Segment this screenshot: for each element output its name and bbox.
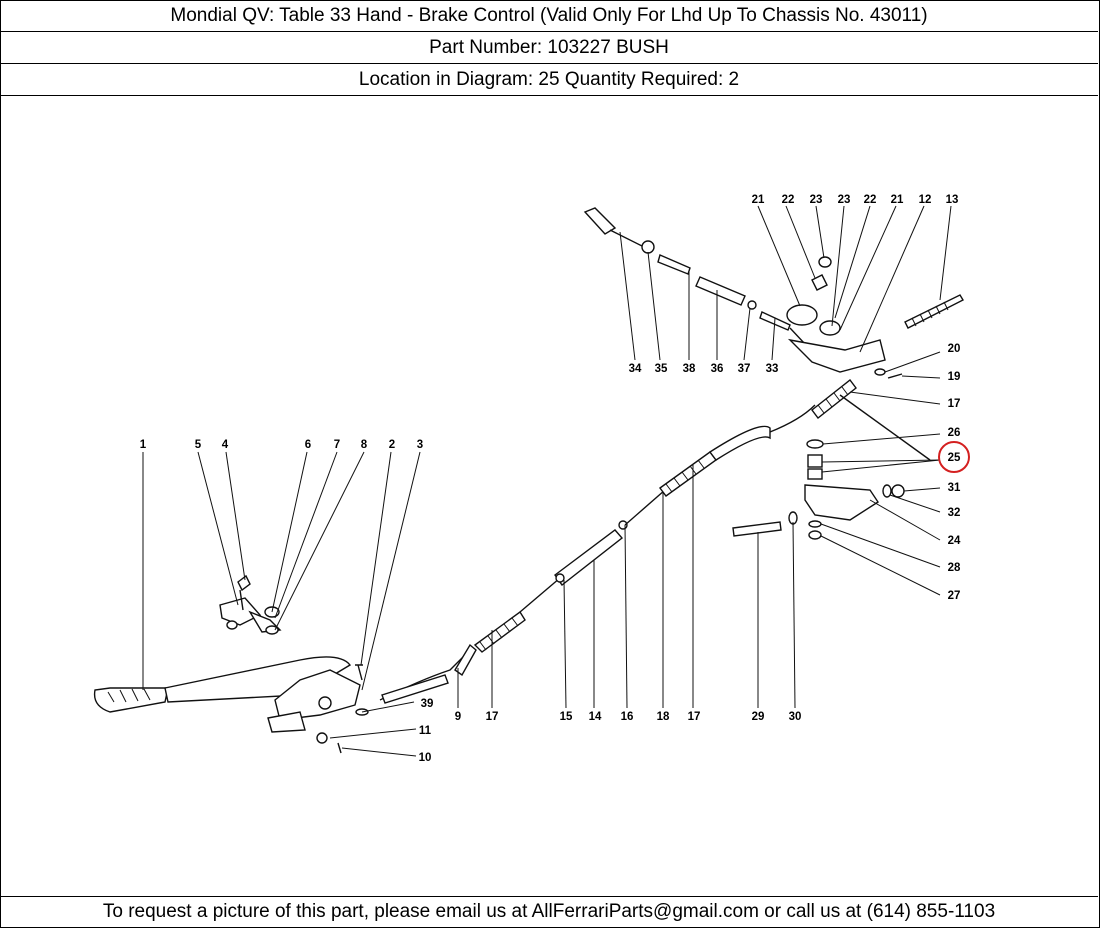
label-22: 22	[782, 194, 795, 206]
parts-diagram: 21 22 23 23 22 21 12 13 34 35 38 36 37 3…	[0, 97, 1098, 895]
bracket-assembly	[732, 439, 905, 540]
label-6: 6	[305, 439, 311, 451]
label-29: 29	[752, 711, 765, 723]
label-22: 22	[864, 194, 877, 206]
label-24: 24	[948, 535, 961, 547]
label-15: 15	[560, 711, 573, 723]
label-2: 2	[389, 439, 395, 451]
leader-lines	[142, 205, 952, 757]
label-30: 30	[789, 711, 802, 723]
label-3: 3	[417, 439, 423, 451]
label-21: 21	[891, 194, 904, 206]
label-16: 16	[621, 711, 634, 723]
label-12: 12	[919, 194, 932, 206]
label-10: 10	[419, 752, 432, 764]
label-23: 23	[810, 194, 823, 206]
label-36: 36	[711, 363, 724, 375]
label-17: 17	[486, 711, 499, 723]
label-21: 21	[752, 194, 765, 206]
label-11: 11	[419, 725, 432, 737]
label-25: 25	[948, 452, 961, 464]
label-33: 33	[766, 363, 779, 375]
label-38: 38	[683, 363, 696, 375]
label-35: 35	[655, 363, 668, 375]
handbrake-lever	[93, 656, 361, 754]
label-39: 39	[421, 698, 434, 710]
label-32: 32	[948, 507, 961, 519]
upper-cable	[583, 207, 964, 379]
label-27: 27	[948, 590, 961, 602]
page-title: Mondial QV: Table 33 Hand - Brake Contro…	[0, 0, 1098, 32]
label-17: 17	[948, 398, 961, 410]
lever-ratchet-parts	[219, 574, 369, 716]
label-7: 7	[334, 439, 340, 451]
main-cable	[379, 379, 931, 704]
label-19: 19	[948, 371, 961, 383]
callout-labels: 21 22 23 23 22 21 12 13 34 35 38 36 37 3…	[140, 194, 961, 764]
label-28: 28	[948, 562, 961, 574]
part-number: Part Number: 103227 BUSH	[0, 32, 1098, 64]
label-20: 20	[948, 343, 961, 355]
label-37: 37	[738, 363, 751, 375]
diagram-location: Location in Diagram: 25 Quantity Require…	[0, 64, 1098, 96]
label-5: 5	[195, 439, 202, 451]
label-13: 13	[946, 194, 959, 206]
label-34: 34	[629, 363, 642, 375]
contact-footer: To request a picture of this part, pleas…	[0, 896, 1098, 927]
label-18: 18	[657, 711, 670, 723]
label-14: 14	[589, 711, 602, 723]
label-23: 23	[838, 194, 851, 206]
label-17: 17	[688, 711, 701, 723]
label-4: 4	[222, 439, 229, 451]
label-26: 26	[948, 427, 961, 439]
label-9: 9	[455, 711, 461, 723]
label-31: 31	[948, 482, 961, 494]
label-1: 1	[140, 439, 147, 451]
diagram-svg: 21 22 23 23 22 21 12 13 34 35 38 36 37 3…	[93, 194, 970, 764]
highlight-circle	[938, 441, 970, 473]
label-8: 8	[361, 439, 368, 451]
